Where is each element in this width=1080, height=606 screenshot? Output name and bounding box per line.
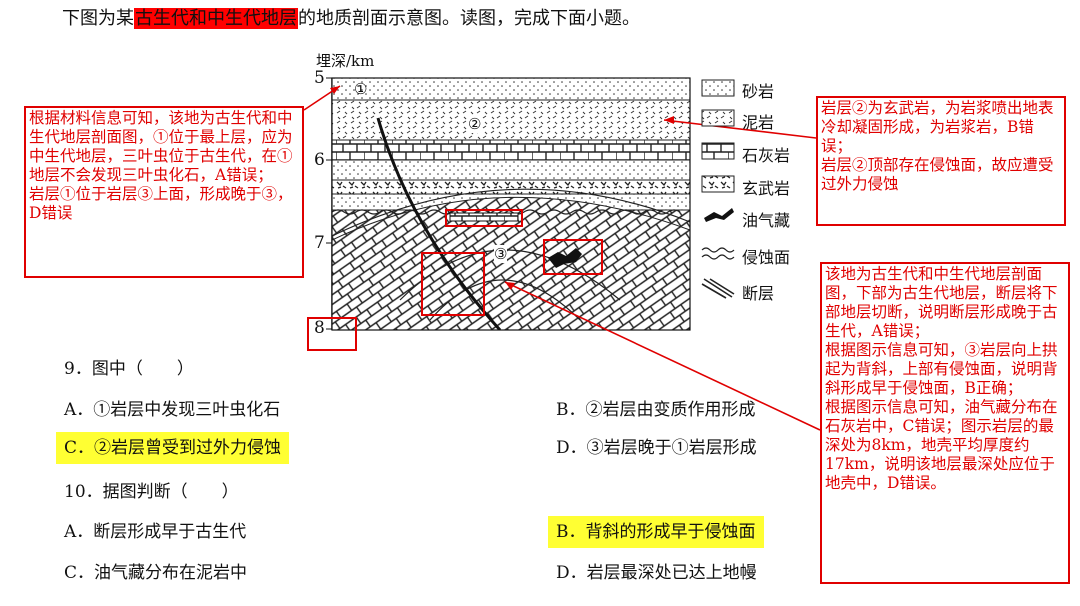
q10-stem: 10．据图判断（ ） — [64, 482, 239, 502]
legend-basalt: 玄武岩 — [742, 179, 791, 198]
legend-oil-gas: 油气藏 — [742, 211, 791, 230]
legend-fault: 断层 — [742, 284, 775, 303]
q10-option-d[interactable]: D．岩层最深处已达上地幔 — [556, 563, 757, 583]
q9-option-b[interactable]: B．②岩层由变质作用形成 — [556, 400, 756, 420]
annotation-right-top: 岩层②为玄武岩，为岩浆喷出地表冷却凝固形成，为岩浆岩，B错误； 岩层②顶部存在侵… — [816, 96, 1066, 226]
layer-label-1: ① — [354, 80, 368, 98]
q9-stem: 9．图中（ ） — [64, 359, 194, 379]
tick-5: 5 — [314, 68, 325, 88]
intro-prefix: 下图为某 — [62, 8, 134, 29]
intro-suffix: 的地质剖面示意图。读图，完成下面小题。 — [298, 8, 640, 29]
layer-label-2: ② — [468, 115, 482, 133]
legend-erosion-surface: 侵蚀面 — [742, 248, 791, 267]
y-axis-label: 埋深/km — [316, 52, 375, 70]
q9-option-c[interactable]: C．②岩层曾受到过外力侵蚀 — [56, 432, 290, 464]
intro-highlight: 古生代和中生代地层 — [134, 8, 298, 29]
annotation-right-bottom: 该地为古生代和中生代地层剖面图，下部为古生代地层，断层将下部地层切断，说明断层形… — [820, 262, 1070, 584]
legend-sandstone: 砂岩 — [742, 82, 775, 101]
layer-label-3: ③ — [494, 245, 508, 263]
tick-8: 8 — [314, 318, 325, 338]
q9-option-d[interactable]: D．③岩层晚于①岩层形成 — [556, 438, 757, 458]
legend-mudstone: 泥岩 — [742, 113, 775, 132]
q10-option-b[interactable]: B．背斜的形成早于侵蚀面 — [548, 516, 764, 548]
q10-option-a[interactable]: A．断层形成早于古生代 — [64, 522, 247, 542]
question-intro: 下图为某古生代和中生代地层的地质剖面示意图。读图，完成下面小题。 — [62, 6, 640, 32]
tick-6: 6 — [314, 150, 325, 170]
tick-7: 7 — [314, 233, 325, 253]
q9-option-a[interactable]: A．①岩层中发现三叶虫化石 — [64, 400, 281, 420]
annotation-left: 根据材料信息可知，该地为古生代和中生代地层剖面图，①位于最上层，应为中生代地层，… — [24, 106, 304, 278]
legend-limestone: 石灰岩 — [742, 146, 791, 165]
q10-option-c[interactable]: C．油气藏分布在泥岩中 — [64, 563, 248, 583]
